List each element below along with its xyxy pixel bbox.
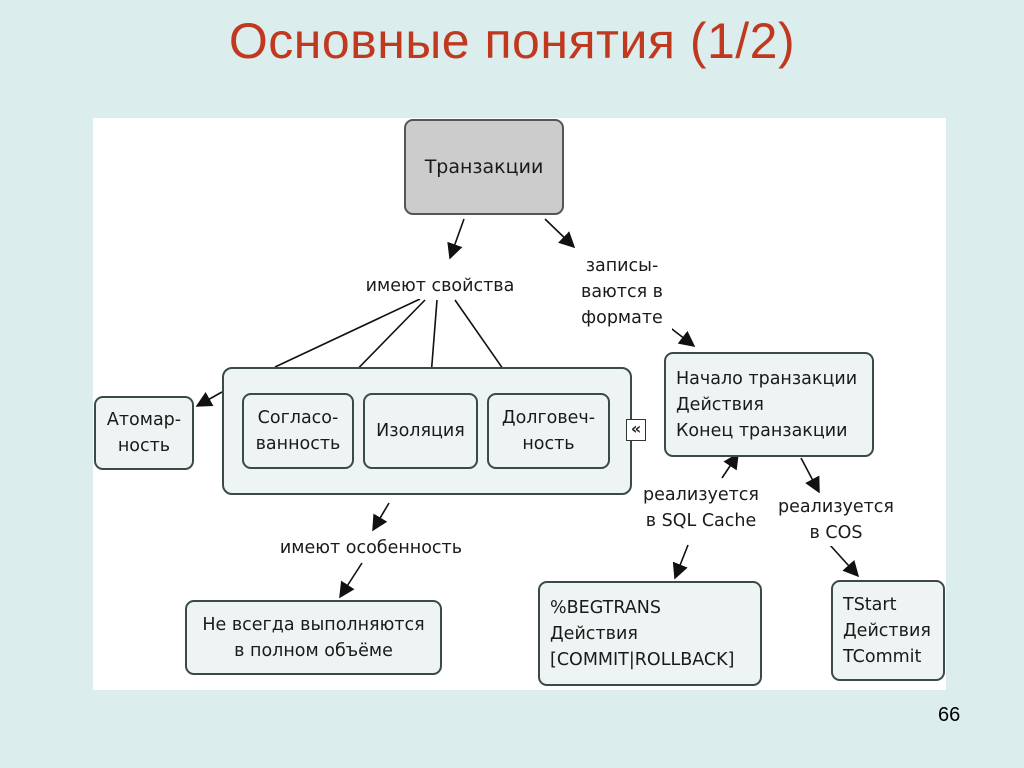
edge-properties-atomicity-b — [195, 391, 223, 407]
edge-sqlcachelabel-sqlnode — [672, 544, 689, 580]
node-transactions[interactable]: Транзакции — [404, 119, 564, 215]
slide-title: Основные понятия (1/2) — [228, 13, 796, 69]
node-transaction-format[interactable]: Начало транзакции Действия Конец транзак… — [664, 352, 874, 457]
node-consistency[interactable]: Согласо- ванность — [242, 393, 354, 469]
link-label-have-feature: имеют особенность — [278, 535, 464, 561]
node-cos[interactable]: TStart Действия TCommit — [831, 580, 945, 681]
edge-formatlabel-format — [667, 325, 696, 347]
node-not-always-complete[interactable]: Не всегда выполняются в полном объёме — [185, 600, 442, 675]
node-sql-cache[interactable]: %BEGTRANS Действия [COMMIT|ROLLBACK] — [538, 581, 762, 686]
edge-root-format-label — [544, 218, 576, 249]
collapse-icon[interactable]: « — [626, 419, 646, 441]
edge-group-feature — [372, 502, 390, 532]
link-label-implemented-cos: реализуется в COS — [774, 494, 898, 546]
link-label-have-properties: имеют свойства — [360, 273, 520, 299]
node-isolation[interactable]: Изоляция — [363, 393, 478, 469]
link-label-implemented-sql-cache: реализуется в SQL Cache — [640, 482, 762, 534]
node-durability[interactable]: Долговеч- ность — [487, 393, 610, 469]
node-atomicity[interactable]: Атомар- ность — [94, 396, 194, 470]
edge-feature-notalways — [339, 562, 363, 599]
edge-sqlcache-format — [721, 452, 739, 479]
edge-format-cos — [800, 457, 820, 494]
edge-coslabel-cosnode — [829, 544, 860, 578]
edge-root-properties — [447, 218, 465, 260]
edge-properties-atomicity-a — [274, 298, 421, 368]
link-label-recorded-in-format: записы- ваются в формате — [572, 253, 672, 331]
page-number: 66 — [938, 704, 961, 726]
